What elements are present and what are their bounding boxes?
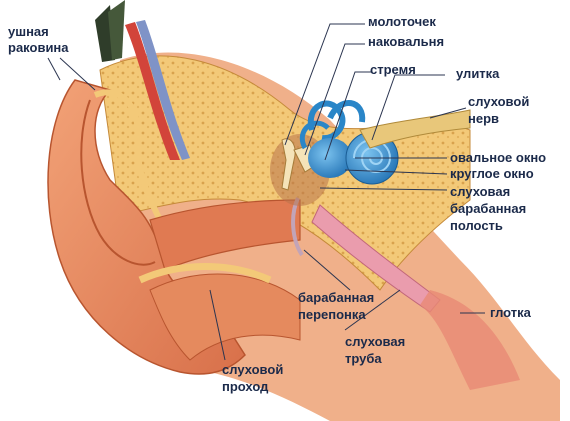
label-tympanic-cavity-2: барабанная: [450, 201, 526, 216]
label-round-window: круглое окно: [450, 166, 534, 181]
label-tympanic-cavity-1: слуховая: [450, 184, 510, 199]
label-eustachian-tube: слуховая труба: [345, 334, 409, 366]
auricle-cartilage: [93, 89, 163, 222]
label-ear-auricle: ушная раковина: [8, 24, 69, 55]
label-stirrup: стремя: [370, 62, 416, 77]
lower-cartilage: [138, 263, 272, 284]
label-ear-canal: слуховой проход: [222, 362, 287, 394]
vessel-red: [125, 22, 180, 160]
label-eardrum: барабанная перепонка: [298, 290, 378, 322]
hair-2: [108, 0, 125, 60]
label-ear-auricle-1: ушная: [8, 24, 49, 39]
label-auditory-nerve-1: слуховой: [468, 94, 529, 109]
vessel-blue: [136, 20, 190, 160]
labels: ушная раковина молоточек наковальня стре…: [8, 14, 546, 394]
label-eustachian-tube-2: труба: [345, 351, 382, 366]
label-eustachian-tube-1: слуховая: [345, 334, 405, 349]
nerve-bundle: [359, 109, 471, 149]
auricle-fold: [80, 99, 156, 266]
leader-lines: [47, 23, 485, 361]
anatomy-illustration: [47, 0, 560, 421]
label-hammer: молоточек: [368, 14, 436, 29]
label-eardrum-2: перепонка: [298, 307, 366, 322]
pharynx-region: [420, 290, 520, 390]
label-anvil: наковальня: [368, 34, 444, 49]
label-ear-canal-1: слуховой: [222, 362, 283, 377]
label-ear-canal-2: проход: [222, 379, 269, 394]
label-ear-auricle-2: раковина: [8, 40, 69, 55]
lower-skin-flap: [149, 273, 301, 361]
label-cochlea: улитка: [456, 66, 500, 81]
label-pharynx: глотка: [490, 305, 532, 320]
label-tympanic-cavity: слуховая барабанная полость: [450, 184, 530, 233]
label-auditory-nerve: слуховой нерв: [468, 94, 533, 126]
label-auditory-nerve-2: нерв: [468, 111, 499, 126]
label-tympanic-cavity-3: полость: [450, 218, 503, 233]
ear-canal-shape: [149, 199, 301, 271]
label-eardrum-1: барабанная: [298, 290, 374, 305]
label-oval-window: овальное окно: [450, 150, 546, 165]
